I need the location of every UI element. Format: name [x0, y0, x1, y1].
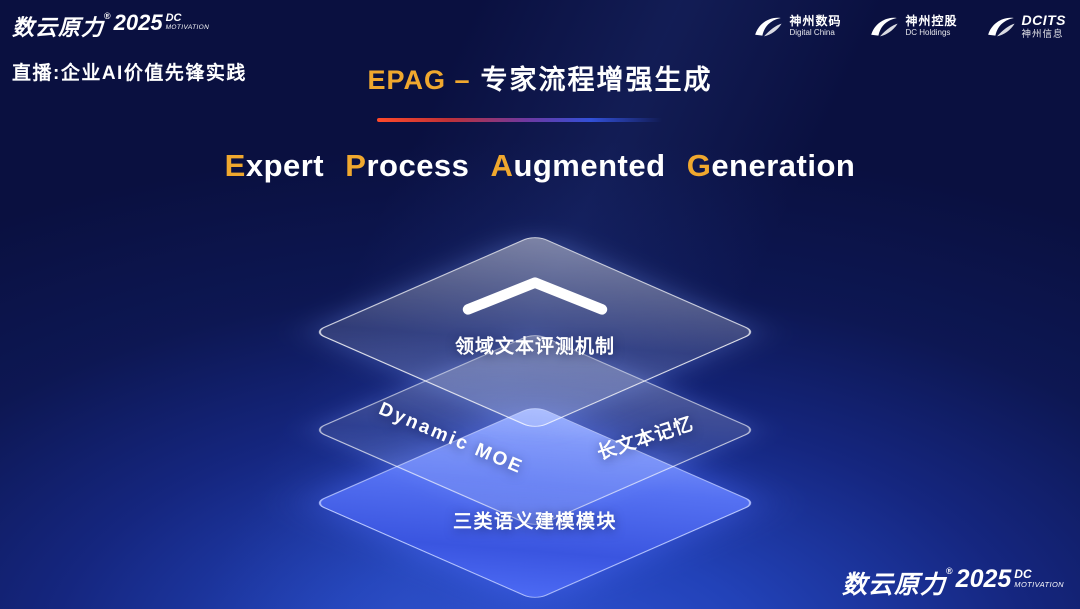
partner-dcits: DCITS 神州信息	[986, 12, 1067, 40]
accent-divider	[377, 118, 662, 122]
semantic-layer-label: 三类语义建模模块	[452, 511, 618, 533]
brand-wordmark: 数云原力	[12, 15, 105, 40]
brand-year: 2025	[955, 565, 1012, 593]
partner-name-en: Digital China	[789, 28, 835, 38]
registered-trademark-symbol: ®	[946, 566, 953, 576]
title-highlight: EPAG –	[367, 65, 471, 95]
subtitle-word: Process	[345, 148, 469, 183]
subtitle-word-rest: eneration	[711, 148, 856, 183]
dcits-logo-icon	[986, 14, 1016, 38]
dc-holdings-logo-icon	[869, 14, 899, 38]
partner-name-en: DCITS	[1021, 12, 1066, 28]
subtitle-word-rest: rocess	[366, 148, 470, 183]
evaluation-layer-label: 领域文本评测机制	[454, 336, 616, 358]
digital-china-logo-icon	[753, 14, 783, 38]
partner-name-zh: 神州控股	[905, 14, 958, 29]
subtitle-word: Augmented	[491, 148, 666, 183]
brand-logo: 数云原力 ® 2025 DC MOTIVATION	[12, 10, 209, 42]
partner-name-zh: 神州数码	[789, 14, 842, 29]
page-title: EPAG – 专家流程增强生成	[0, 58, 1080, 97]
subtitle-word-rest: xpert	[245, 148, 325, 183]
brand-year: 2025	[113, 10, 163, 35]
subtitle: Expert Process Augmented Generation	[0, 148, 1080, 184]
partner-digital-china: 神州数码 Digital China	[753, 14, 841, 38]
partner-text: DCITS 神州信息	[1022, 12, 1067, 40]
subtitle-word-rest: ugmented	[513, 148, 666, 183]
subtitle-capital: A	[490, 148, 514, 183]
brand-wordmark: 数云原力	[842, 571, 947, 599]
partner-name-en: DC Holdings	[905, 28, 951, 38]
subtitle-capital: G	[686, 148, 712, 183]
subtitle-capital: E	[224, 148, 246, 183]
brand-subtitle: DC MOTIVATION	[1014, 568, 1064, 588]
subtitle-word: Expert	[225, 148, 325, 183]
partner-name-zh: 神州信息	[1021, 28, 1064, 40]
partner-dc-holdings: 神州控股 DC Holdings	[869, 14, 957, 38]
partner-logos: 神州数码 Digital China 神州控股 DC Holdings DCIT…	[753, 12, 1066, 40]
brand-subtitle: DC MOTIVATION	[165, 12, 210, 31]
footer-brand-logo: 数云原力 ® 2025 DC MOTIVATION	[842, 565, 1064, 601]
subtitle-capital: P	[345, 148, 367, 183]
chevron-up-icon	[457, 274, 613, 318]
subtitle-word: Generation	[687, 148, 856, 183]
brand-sub-line1: DC	[1014, 567, 1032, 581]
layer-stack-diagram: 领域文本评测机制 Dynamic MOE 长文本记忆 三类语义建模模块	[0, 210, 1080, 609]
live-stream-title: 直播:企业AI价值先锋实践	[12, 63, 247, 84]
brand-sub-line1: DC	[165, 12, 182, 24]
brand-sub-line2: MOTIVATION	[1014, 579, 1064, 589]
registered-trademark-symbol: ®	[104, 11, 111, 21]
partner-text: 神州数码 Digital China	[789, 14, 841, 38]
brand-sub-line2: MOTIVATION	[165, 23, 210, 31]
partner-text: 神州控股 DC Holdings	[905, 14, 957, 38]
title-rest: 专家流程增强生成	[480, 65, 713, 95]
